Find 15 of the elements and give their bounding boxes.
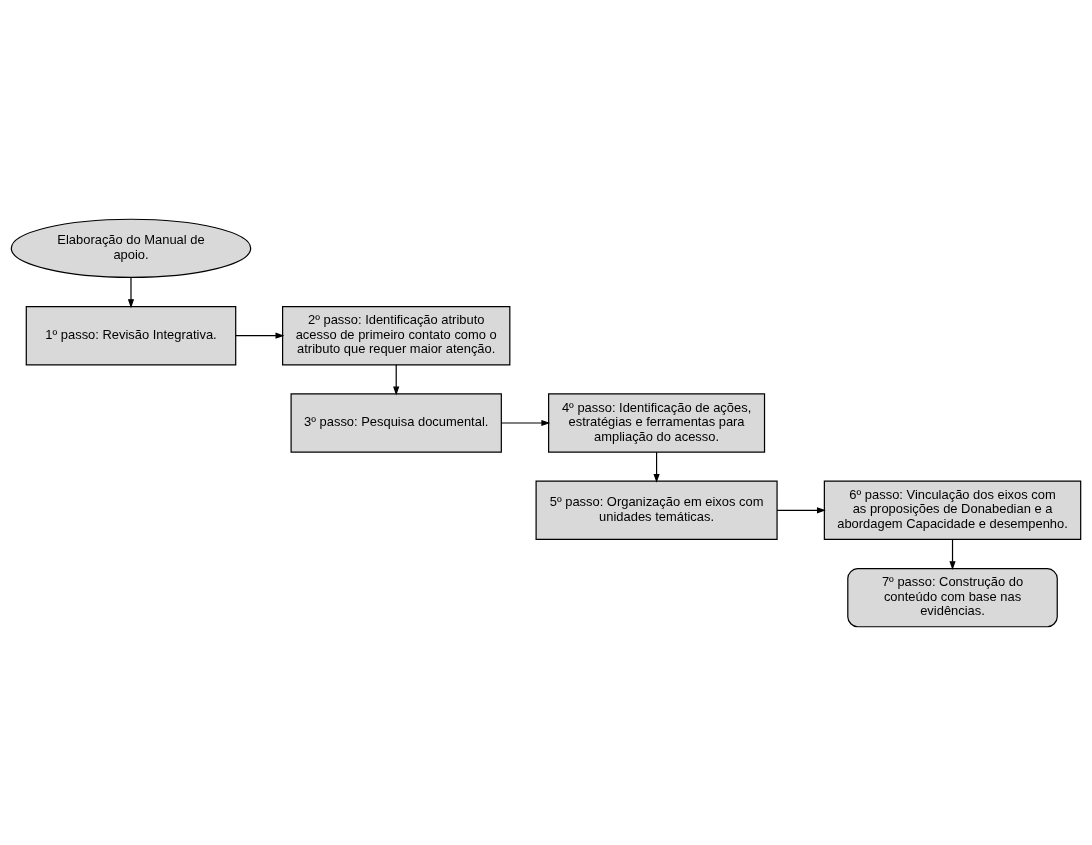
node-box: 4º passo: Identificação de ações, estratégias e ferramentas para ampliação do acesso. — [548, 392, 766, 453]
arrow — [500, 419, 551, 426]
node-box: 6º passo: Vinculação dos eixos com as proposições de Donabedian e a abordagem Capacidade e desempenho. — [823, 480, 1082, 540]
arrow — [776, 506, 826, 513]
arrow — [235, 332, 285, 339]
arrow — [127, 276, 135, 308]
node-box: 1º passo: Revisão Integrativa. — [25, 305, 237, 365]
node-box: 7º passo: Construção do conteúdo com base nas evidências. — [847, 567, 1058, 627]
arrow — [653, 451, 660, 483]
node-ellipse: Elaboração do Manual de apoio. — [10, 218, 252, 278]
arrow — [393, 363, 400, 395]
node-box: 5º passo: Organização em eixos com unidades temáticas. — [535, 480, 778, 540]
node-box: 3º passo: Pesquisa documental. — [290, 392, 502, 453]
node-box: 2º passo: Identificação atributo acesso de primeiro contato como o atributo que requer maior atenção. — [282, 305, 511, 365]
arrow — [949, 538, 956, 570]
